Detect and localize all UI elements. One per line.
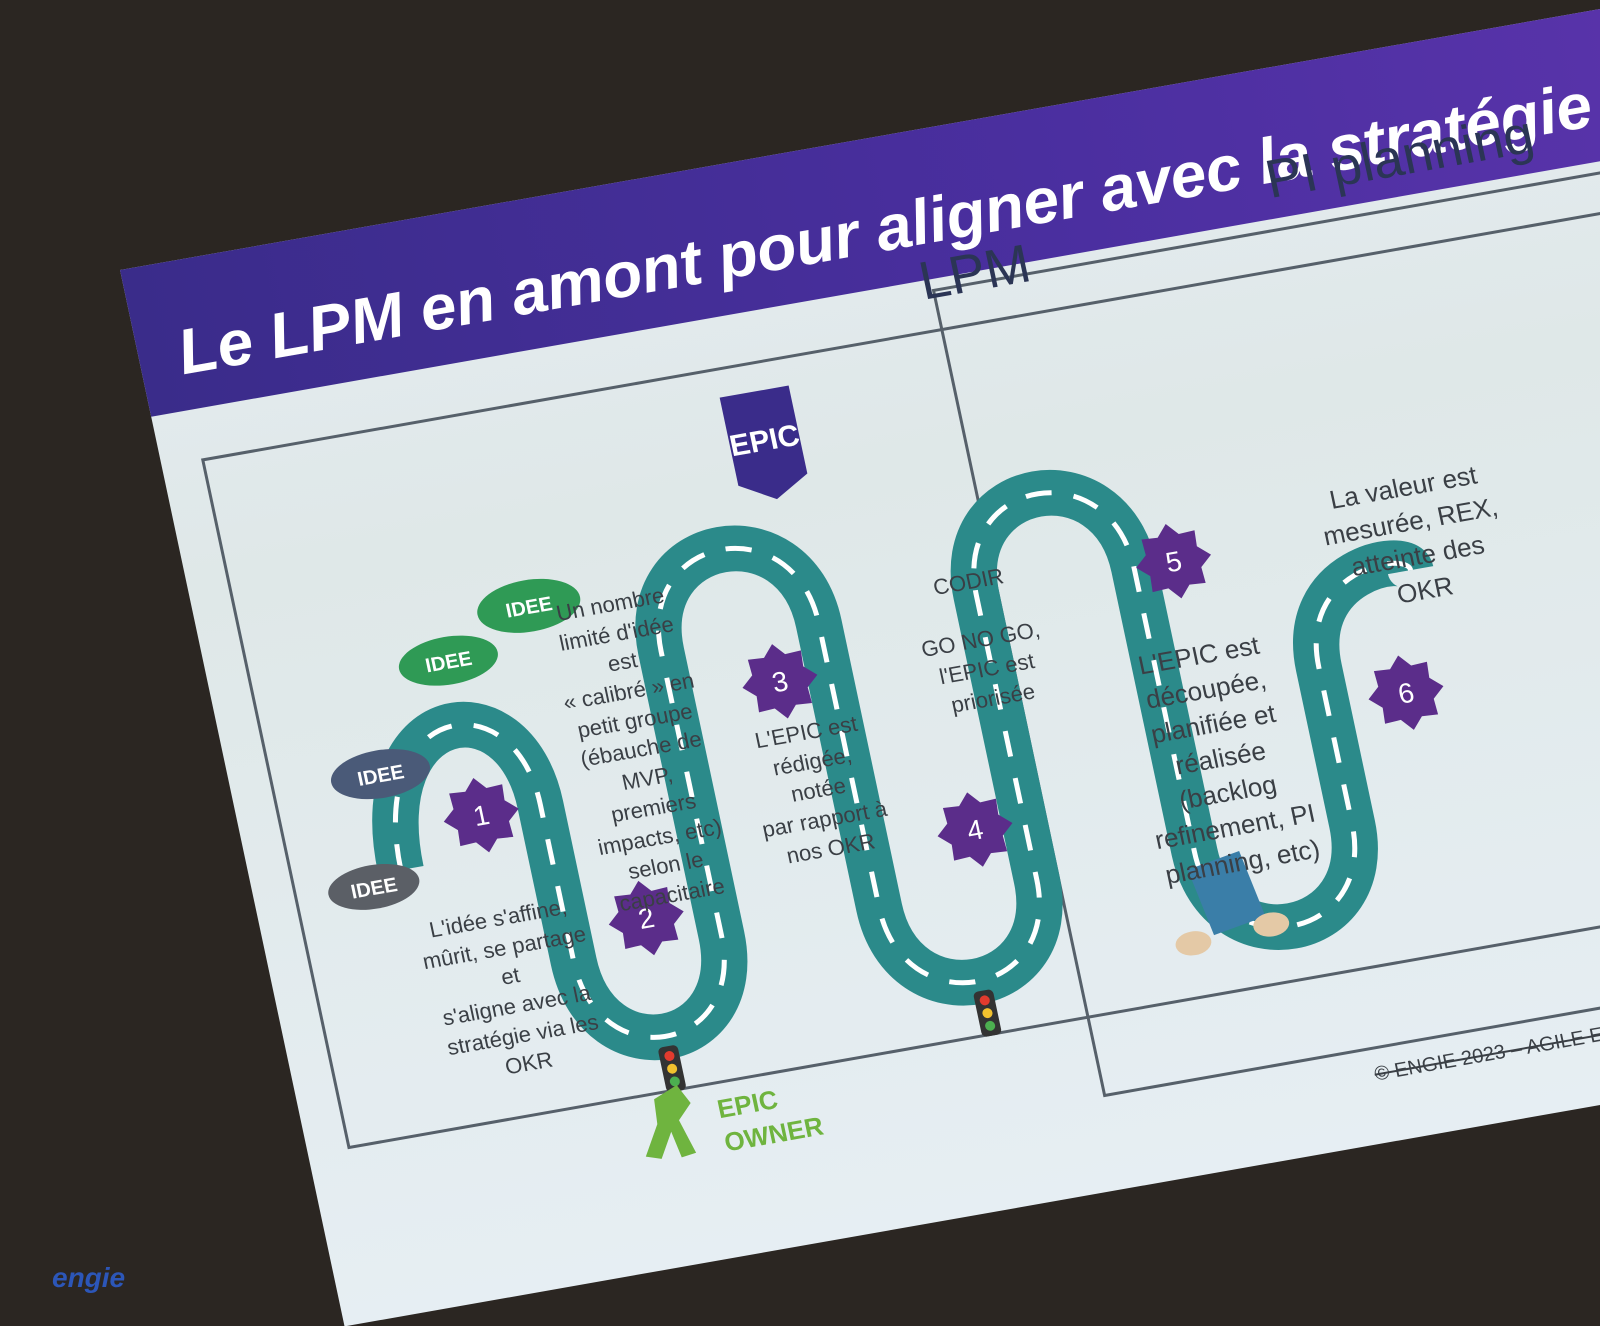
- step-star-3: 3: [742, 644, 818, 719]
- step-stars: 1 2 3 4 5 6: [443, 524, 1444, 956]
- step-star-4: 4: [937, 792, 1013, 867]
- cut-paper-icon: [1175, 851, 1290, 956]
- step-star-1: 1: [443, 778, 519, 853]
- step-1-text: L'idée s'affine, mûrit, se partage et s'…: [420, 893, 601, 1080]
- idee-cloud-icon: IDEE: [328, 863, 420, 910]
- step-number: 6: [1395, 677, 1417, 710]
- step-star-5: 5: [1136, 524, 1212, 599]
- idee-cloud-icon: IDEE: [330, 749, 431, 800]
- road: [372, 469, 1434, 1061]
- step-number: 1: [470, 799, 492, 832]
- step-number: 5: [1163, 545, 1185, 578]
- step-number: 4: [964, 814, 986, 847]
- epic-owner-icon: EPIC OWNER: [645, 1084, 826, 1159]
- step-star-2: 2: [608, 880, 684, 956]
- step-number: 3: [769, 665, 791, 698]
- traffic-light-icon: [973, 989, 1002, 1037]
- traffic-light-icon: [658, 1045, 686, 1093]
- step-4-text: CODIR GO NO GO, l'EPIC est priorisée: [919, 563, 1043, 718]
- step-number: 2: [635, 902, 657, 935]
- idee-cloud-icon: IDEE: [477, 578, 581, 633]
- epic-owner-line1: EPIC: [714, 1084, 780, 1124]
- idee-cloud-icon: IDEE: [398, 635, 498, 686]
- step-star-6: 6: [1368, 655, 1444, 730]
- road-diagram: EPIC IDEE IDEE IDEE IDEE 1 2 3 4 5 6: [328, 385, 1444, 1159]
- epic-badge-icon: EPIC: [719, 385, 808, 500]
- slide: Le LPM en amont pour aligner avec la str…: [120, 0, 1600, 1326]
- step-3-text: L'EPIC est rédigée, notée par rapport à …: [752, 710, 890, 869]
- engie-logo: engie: [52, 1262, 126, 1293]
